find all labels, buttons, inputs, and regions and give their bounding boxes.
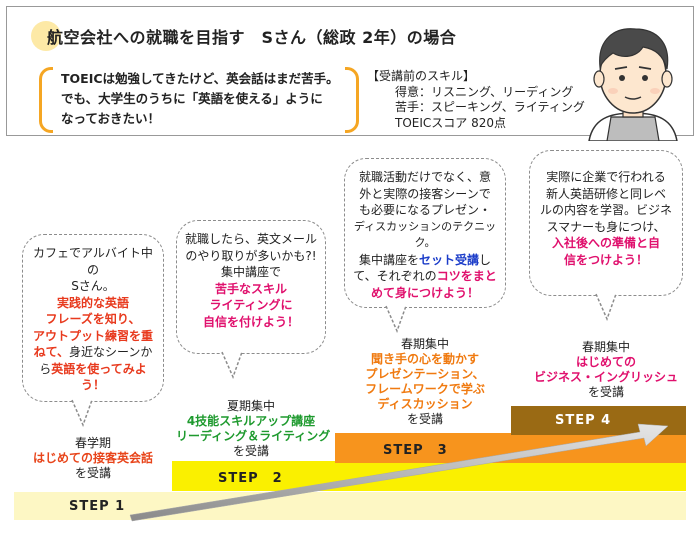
step-3-label: STEP 3 bbox=[383, 442, 448, 458]
course-1-term: 春学期 bbox=[74, 436, 111, 450]
student-quote: TOEICは勉強してきたけど、英会話はまだ苦手。 でも、大学生のうちに「英語を使… bbox=[39, 67, 359, 133]
course-3-suffix: を受講 bbox=[406, 412, 443, 426]
course-4-suffix: を受講 bbox=[587, 385, 624, 399]
bubble-2-highlight: ライティングに bbox=[209, 298, 293, 312]
bubble-1-highlight: 実践的な英語 bbox=[56, 295, 129, 310]
quote-line-3: なっておきたい！ bbox=[61, 111, 161, 126]
bubble-3-highlight: セット受講 bbox=[418, 252, 479, 267]
speech-bubble-step-3: 就職活動だけでなく、意 外と実際の接客シーンで も必要になるプレゼン・ ディスカ… bbox=[344, 158, 506, 308]
bubble-3-text: 就職活動だけでなく、意 bbox=[358, 170, 491, 184]
bubble-2-text: 就職したら、英文メール bbox=[185, 232, 318, 246]
bubble-1-highlight: う！ bbox=[80, 378, 105, 392]
bubble-4-text: スマナーも身につけ、 bbox=[546, 219, 666, 234]
speech-bubble-step-2: 就職したら、英文メール のやり取りが多いかも?! 集中講座で 苦手なスキル ライ… bbox=[176, 220, 326, 354]
course-step-4: 春期集中 はじめての ビジネス・イングリッシュ を受講 bbox=[529, 340, 683, 400]
step-1-band: STEP 1 bbox=[14, 492, 686, 520]
skills-heading: 【受講前のスキル】 bbox=[367, 69, 476, 83]
bubble-3-text: も必要になるプレゼン・ bbox=[358, 203, 491, 217]
course-3-name: ディスカッション bbox=[377, 397, 473, 411]
bubble-1-tail-icon bbox=[71, 399, 93, 427]
bubble-2-text: 集中講座で bbox=[220, 265, 281, 279]
course-step-1: 春学期 はじめての接客英会話 を受講 bbox=[22, 436, 164, 481]
course-2-name: リーディング＆ライティング bbox=[176, 429, 331, 443]
bubble-1-highlight: フレーズを知り、 bbox=[45, 312, 141, 326]
step-3-band: STEP 3 bbox=[335, 433, 686, 463]
bubble-4-highlight: 入社後への準備と自 bbox=[551, 236, 660, 250]
quote-line-1: TOEICは勉強してきたけど、英会話はまだ苦手。 bbox=[61, 71, 339, 86]
course-2-suffix: を受講 bbox=[232, 444, 269, 458]
skills-toeic-score: TOEICスコア 820点 bbox=[395, 115, 506, 130]
course-4-name: はじめての bbox=[575, 355, 636, 369]
bubble-3-text: 外と実際の接客シーンで bbox=[359, 186, 491, 201]
bubble-1-highlight: アウトプット練習を重 bbox=[32, 328, 153, 343]
course-2-name: 4技能スキルアップ講座 bbox=[186, 414, 316, 428]
bubble-1-highlight: 英語を使ってみよ bbox=[51, 361, 147, 376]
speech-bubble-step-4: 実際に企業で行われる 新人英語研修と同レベ ルの内容を学習。ビジネ スマナーも身… bbox=[529, 150, 683, 296]
course-1-suffix: を受講 bbox=[74, 466, 111, 480]
profile-header: 航空会社への就職を目指す Sさん（総政 2年）の場合 TOEICは勉強してきたけ… bbox=[6, 6, 694, 141]
course-1-name: はじめての接客英会話 bbox=[32, 451, 153, 465]
quote-text: TOEICは勉強してきたけど、英会話はまだ苦手。 でも、大学生のうちに「英語を使… bbox=[61, 69, 339, 129]
quote-bracket-left bbox=[39, 67, 53, 133]
bubble-1-highlight: ねて、 bbox=[33, 345, 69, 359]
bubble-1-text: カフェでアルバイト中の bbox=[33, 246, 153, 277]
bubble-3-text: し bbox=[479, 252, 492, 267]
bubble-4-text: ルの内容を学習。ビジネ bbox=[539, 203, 672, 217]
skills-before-course: 【受講前のスキル】 得意：リスニング、リーディング 苦手：スピーキング、ライティ… bbox=[367, 69, 585, 131]
bubble-3-text: 集中講座を bbox=[358, 252, 419, 267]
bubble-4-text: 実際に企業で行われる bbox=[546, 170, 666, 184]
step-1-label: STEP 1 bbox=[69, 498, 126, 514]
step-2-band: STEP 2 bbox=[172, 461, 686, 491]
course-3-name: プレゼンテーション、 bbox=[365, 367, 485, 381]
course-step-2: 夏期集中 4技能スキルアップ講座 リーディング＆ライティング を受講 bbox=[176, 399, 331, 459]
step-4-label: STEP 4 bbox=[555, 413, 612, 428]
skills-weak: 苦手：スピーキング、ライティング bbox=[395, 100, 585, 114]
bubble-2-tail-icon bbox=[221, 351, 243, 379]
bubble-3-highlight: めて身につけよう！ bbox=[370, 285, 479, 300]
page-title: 航空会社への就職を目指す Sさん（総政 2年）の場合 bbox=[47, 28, 457, 47]
bubble-3-tail-icon bbox=[385, 305, 407, 333]
bubble-3-highlight: コツをまと bbox=[436, 269, 497, 283]
bubble-4-text: 新人英語研修と同レベ bbox=[545, 186, 666, 201]
course-2-term: 夏期集中 bbox=[226, 399, 275, 413]
bubble-2-highlight: 自信を付けよう！ bbox=[202, 314, 299, 329]
course-3-name: フレームワークで学ぶ bbox=[365, 382, 485, 396]
bubble-1-text: Sさん。 bbox=[71, 279, 115, 293]
course-3-term: 春期集中 bbox=[400, 337, 449, 351]
student-avatar-icon bbox=[588, 28, 678, 141]
skills-strong: 得意：リスニング、リーディング bbox=[395, 84, 574, 99]
title-accent-dot bbox=[31, 21, 61, 51]
course-4-term: 春期集中 bbox=[581, 340, 630, 354]
bubble-3-text: て、それぞれの bbox=[353, 269, 437, 283]
course-step-3: 春期集中 聞き手の心を動かす プレゼンテーション、 フレームワークで学ぶ ディス… bbox=[344, 337, 506, 427]
speech-bubble-step-1: カフェでアルバイト中の Sさん。 実践的な英語 フレーズを知り、 アウトプット練… bbox=[22, 234, 164, 402]
bubble-2-highlight: 苦手なスキル bbox=[214, 281, 287, 296]
bubble-1-text: 身近なシーンか bbox=[69, 345, 153, 359]
course-4-name: ビジネス・イングリッシュ bbox=[533, 370, 678, 384]
quote-bracket-right bbox=[345, 67, 359, 133]
bubble-3-text: ディスカッションのテクニック。 bbox=[353, 219, 497, 250]
bubble-4-tail-icon bbox=[595, 293, 617, 321]
step-2-label: STEP 2 bbox=[218, 470, 283, 486]
bubble-4-highlight: 信をつけよう！ bbox=[563, 252, 648, 267]
bubble-1-text: ら bbox=[39, 361, 52, 376]
bubble-2-text: のやり取りが多いかも?! bbox=[185, 248, 317, 263]
course-3-name: 聞き手の心を動かす bbox=[370, 352, 479, 366]
quote-line-2: でも、大学生のうちに「英語を使える」ように bbox=[61, 91, 323, 106]
